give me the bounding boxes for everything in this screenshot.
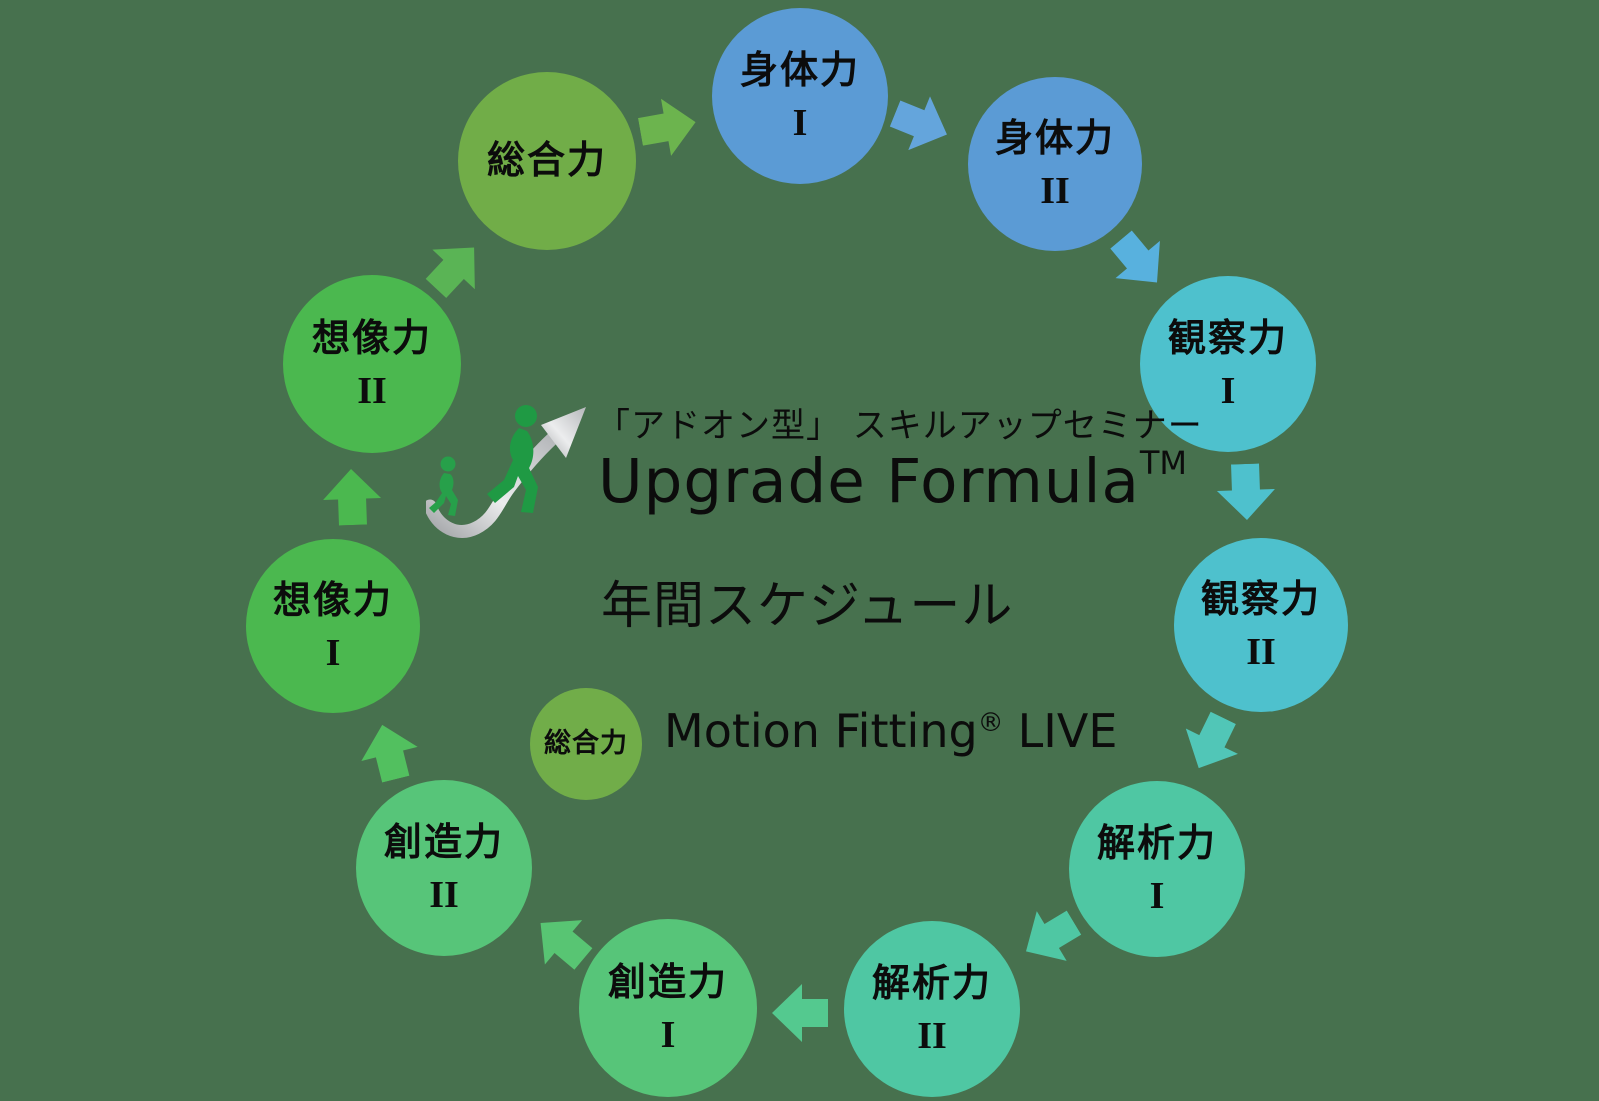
skill-circle-label: 想像力	[272, 578, 393, 623]
cycle-arrow-kansatsu-1-to-kansatsu-2	[1216, 463, 1275, 520]
cycle-arrow-souzou-imagine-1-to-souzou-imagine-2	[323, 469, 382, 526]
cycle-arrow-souzou-imagine-2-to-sougou-main	[425, 247, 475, 299]
skill-circle-label: 解析力	[1096, 821, 1217, 866]
skill-circle-kaiseki-1: 解析力 I	[1069, 781, 1245, 957]
cycle-arrow-kaiseki-1-to-kaiseki-2	[1025, 910, 1082, 961]
skill-circle-numeral: I	[660, 1013, 676, 1056]
skill-circle-numeral: II	[357, 369, 387, 412]
skill-circle-numeral: I	[1220, 369, 1236, 412]
seminar-title-text: Upgrade Formula	[598, 446, 1140, 517]
skill-circle-numeral: I	[792, 101, 808, 144]
trademark-superscript: TM	[1139, 444, 1187, 482]
skill-circle-shintai-2: 身体力 II	[968, 77, 1142, 251]
skill-circle-kansatsu-1: 観察力 I	[1140, 276, 1316, 452]
skill-circle-numeral: II	[1040, 169, 1070, 212]
cycle-arrow-sougou-main-to-shintai-1	[637, 98, 696, 156]
skill-circle-label: 創造力	[607, 960, 728, 1005]
motion-fitting-text: Motion Fitting	[664, 704, 978, 758]
growth-arrow-people-icon	[426, 405, 586, 538]
skill-circle-souzou-create-2: 創造力 II	[356, 780, 532, 956]
person-icon-large	[487, 405, 538, 513]
skill-circle-label: 身体力	[994, 116, 1115, 161]
skill-circle-kaiseki-2: 解析力 II	[844, 921, 1020, 1097]
motion-live-text: LIVE	[1017, 704, 1118, 758]
skill-circle-numeral: I	[325, 631, 341, 674]
person-icon-small	[429, 456, 458, 516]
skill-circle-label: 総合力	[544, 728, 628, 760]
skill-circle-sougou-small: 総合力	[530, 688, 642, 800]
skill-circle-label: 想像力	[311, 316, 432, 361]
seminar-subtitle: 「アドオン型」 スキルアップセミナー	[596, 406, 1203, 446]
skill-circle-souzou-imagine-1: 想像力 I	[246, 539, 420, 713]
skill-circle-label: 観察力	[1200, 577, 1321, 622]
cycle-arrow-shintai-2-to-kansatsu-1	[1110, 230, 1160, 283]
registered-superscript: ®	[977, 708, 1004, 738]
skill-circle-kansatsu-2: 観察力 II	[1174, 538, 1348, 712]
skill-circle-souzou-create-1: 創造力 I	[579, 919, 757, 1097]
cycle-arrow-shintai-1-to-shintai-2	[889, 96, 947, 151]
skill-circle-shintai-1: 身体力 I	[712, 8, 888, 184]
skill-circle-sougou-main: 総合力	[458, 72, 636, 250]
skill-circle-label: 総合力	[486, 138, 607, 183]
cycle-arrow-kaiseki-2-to-souzou-create-1	[772, 984, 828, 1042]
skill-circle-label: 解析力	[871, 961, 992, 1006]
cycle-arrow-souzou-create-2-to-souzou-imagine-1	[361, 724, 418, 783]
annual-schedule-label: 年間スケジュール	[601, 577, 1014, 636]
motion-fitting-label: Motion Fitting® LIVE	[664, 704, 1117, 758]
cycle-arrow-souzou-create-1-to-souzou-create-2	[540, 920, 593, 970]
skill-circle-souzou-imagine-2: 想像力 II	[283, 275, 461, 453]
skill-circle-numeral: II	[1246, 630, 1276, 673]
seminar-title: Upgrade FormulaTM	[598, 444, 1187, 517]
skill-circle-label: 創造力	[383, 820, 504, 865]
cycle-arrow-kansatsu-2-to-kaiseki-1	[1185, 711, 1238, 769]
skill-circle-label: 観察力	[1167, 316, 1288, 361]
skill-circle-numeral: II	[429, 873, 459, 916]
swoosh-arrowhead-icon	[541, 407, 586, 458]
skill-circle-label: 身体力	[739, 48, 860, 93]
skill-circle-numeral: II	[917, 1014, 947, 1057]
skill-circle-numeral: I	[1149, 874, 1165, 917]
